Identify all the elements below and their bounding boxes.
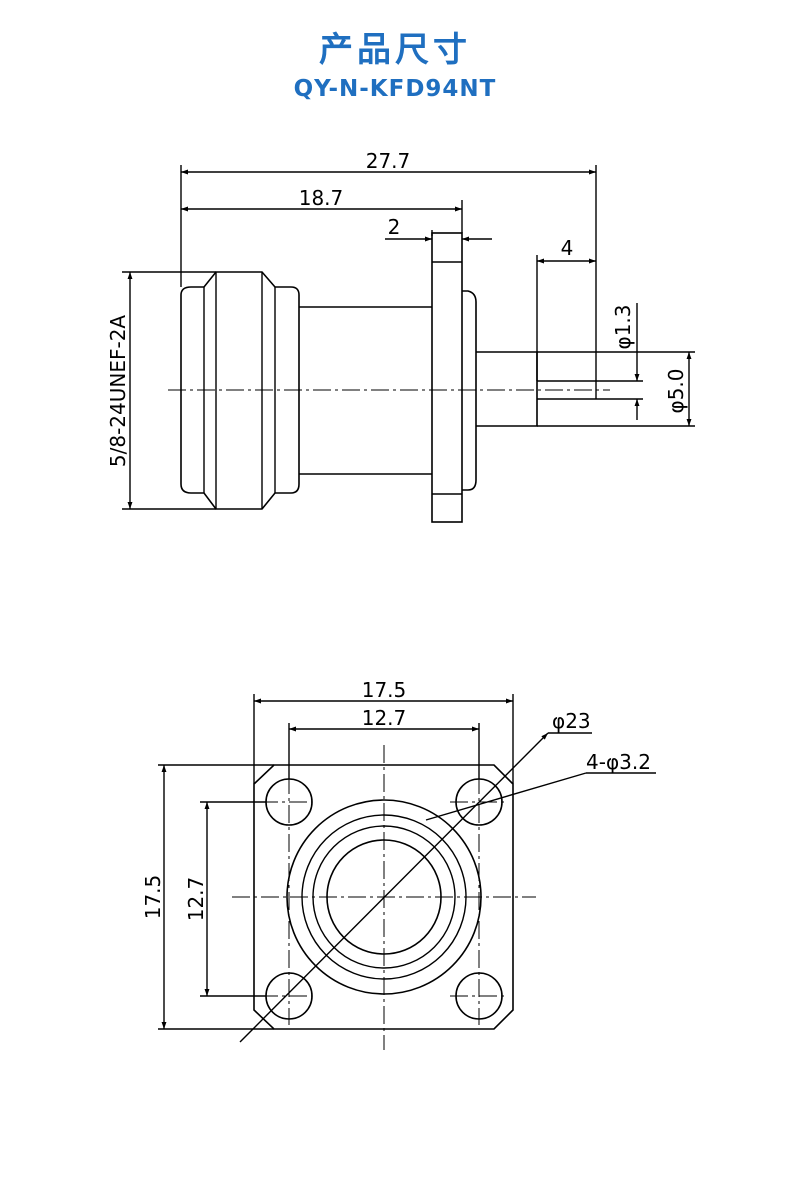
dim-flange-height: 17.5 [141,875,165,920]
coupling-nut [180,271,300,510]
square-flange [253,764,514,1030]
dim-insulator-diameter: φ5.0 [664,369,688,414]
dim-pin-diameter: φ1.3 [611,305,635,350]
side-view: 27.7 18.7 2 4 5/8-24UNEF-2A φ1.3 φ5.0 [106,149,695,523]
dim-hole-spacing: 12.7 [362,706,407,730]
connector-body [299,306,432,475]
front-view: φ23 4-φ3.2 17.5 12.7 17.5 12.7 [141,678,656,1050]
flange [431,232,463,523]
dim-diagonal-circle: φ23 [552,709,591,733]
model-number: QY-N-KFD94NT [293,76,497,102]
pin-housing [476,351,538,427]
dim-body-length: 18.7 [299,186,344,210]
dim-overall-length: 27.7 [366,149,411,173]
dim-pin-length: 4 [561,236,574,260]
thread-spec: 5/8-24UNEF-2A [106,315,130,468]
dim-flange-thickness: 2 [388,215,401,239]
dim-hole-spacing-vertical: 12.7 [184,877,208,922]
page-title: 产品尺寸 [319,30,471,70]
dim-flange-width: 17.5 [362,678,407,702]
rear-boss [462,290,477,491]
dim-mounting-holes: 4-φ3.2 [586,750,651,774]
